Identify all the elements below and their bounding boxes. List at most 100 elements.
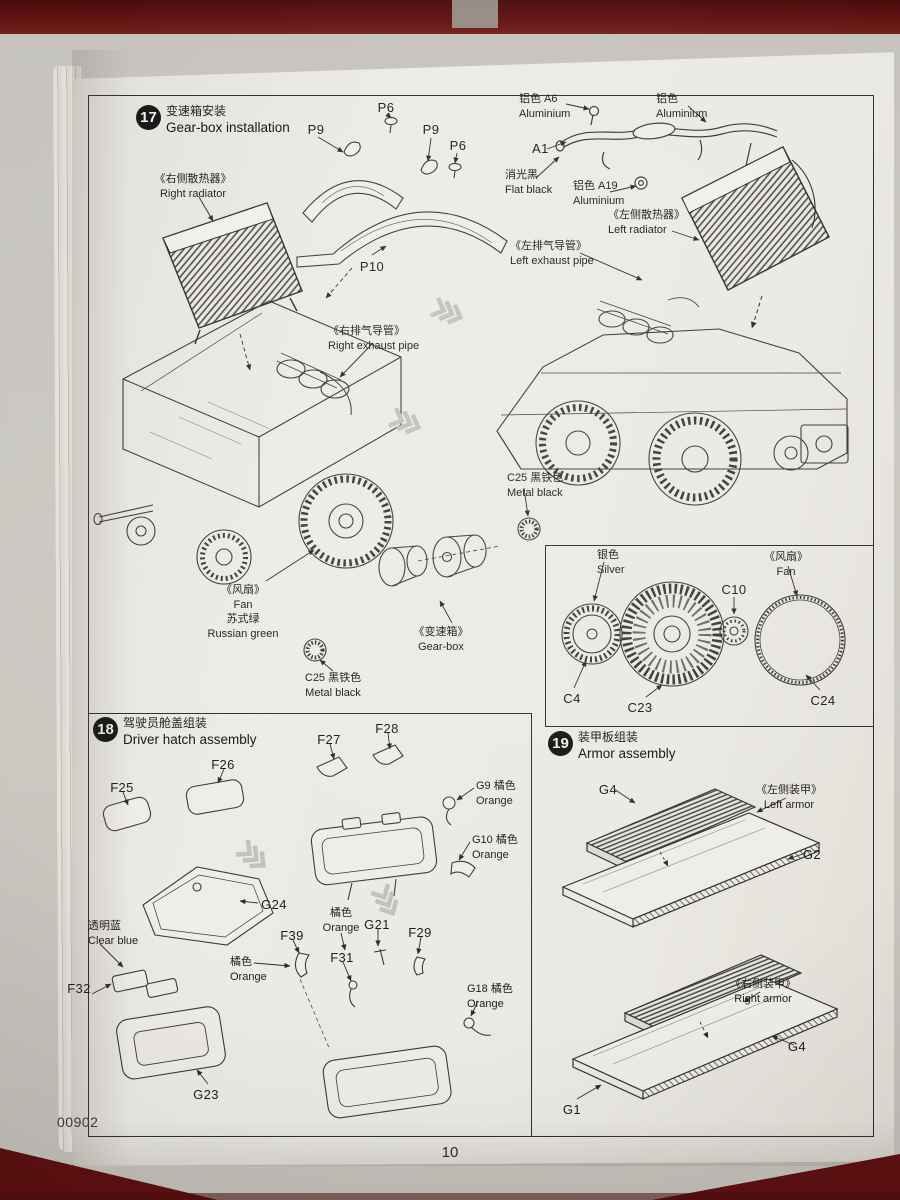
- callout-f26: F26: [211, 757, 235, 772]
- callout-right-exhaust-pipe: 《右排气导管》 Right exhaust pipe: [328, 324, 419, 353]
- section-divider-vertical: [531, 713, 532, 1137]
- callout-p10: P10: [359, 259, 385, 274]
- step18-title-cn: 驾驶员舱盖组装: [123, 716, 208, 730]
- callout-line: Metal black: [305, 686, 361, 699]
- callout-line: Right exhaust pipe: [328, 339, 420, 352]
- callout-g24: G24: [261, 897, 287, 912]
- callout-f25: F25: [110, 780, 134, 795]
- callout-line: 透明蓝: [88, 920, 121, 932]
- callout-line: C25 黑铁色: [507, 472, 564, 484]
- step19-number-badge: 19: [548, 731, 573, 756]
- callout-line: C25 黑铁色: [304, 672, 362, 684]
- callout-a1: A1: [532, 141, 549, 156]
- callout-line: 《右侧散热器》: [154, 173, 232, 185]
- callout-line: 橘色: [230, 956, 252, 968]
- callout-g21: G21: [364, 917, 390, 932]
- callout-fan-russian-green: 《风扇》 Fan 苏式绿 Russian green: [208, 583, 279, 641]
- table-surface-top: [0, 0, 900, 34]
- callout-line: Left radiator: [608, 223, 667, 236]
- callout-g4-top: G4: [598, 782, 618, 797]
- callout-line: 铝色 A19: [573, 180, 618, 192]
- callout-f32: F32: [67, 981, 91, 996]
- callout-line: 《左侧装甲》: [756, 784, 822, 796]
- callout-g23: G23: [193, 1087, 219, 1102]
- step19-title-cn: 装甲板组装: [578, 730, 639, 744]
- callout-line: Left exhaust pipe: [510, 254, 594, 267]
- section-divider-horizontal: [88, 713, 531, 714]
- callout-g9-orange: G9 橘色 Orange: [476, 779, 516, 808]
- callout-f31: F31: [330, 950, 354, 965]
- callout-line: Fan: [776, 565, 796, 578]
- callout-g10-orange: G10 橘色 Orange: [472, 833, 518, 862]
- callout-line: 《右侧装甲》: [730, 978, 796, 990]
- callout-line: Aluminium: [519, 107, 571, 120]
- callout-a6-aluminium: 铝色 A6 Aluminium: [519, 92, 570, 121]
- callout-line: 《左排气导管》: [510, 240, 587, 252]
- callout-line: 《风扇》: [764, 551, 808, 563]
- callout-orange-left: 橘色 Orange: [230, 955, 267, 984]
- callout-line: 苏式绿: [226, 613, 260, 626]
- step19-title: 装甲板组装 Armor assembly: [578, 728, 676, 761]
- step19-title-en: Armor assembly: [578, 746, 676, 761]
- callout-c24: C24: [810, 693, 836, 708]
- page-number: 10: [441, 1144, 459, 1161]
- callout-line: Silver: [597, 563, 625, 576]
- callout-a19-aluminium: 铝色 A19 Aluminium: [573, 179, 624, 208]
- callout-line: G9 橘色: [476, 780, 516, 792]
- callout-orange-upper: 橘色 Orange: [323, 906, 360, 935]
- step17-title: 变速箱安装 Gear-box installation: [166, 102, 290, 135]
- table-surface-bottom-edge: [0, 1193, 900, 1200]
- callout-g1: G1: [562, 1102, 582, 1117]
- callout-c23: C23: [627, 700, 653, 715]
- step17-title-en: Gear-box installation: [166, 120, 290, 135]
- callout-p6-left: P6: [377, 100, 395, 115]
- callout-p9-left: P9: [307, 122, 325, 137]
- call out-line: Orange: [322, 921, 360, 934]
- callout-gearbox: 《变速箱》 Gear-box: [414, 625, 469, 654]
- callout-line: Orange: [472, 848, 509, 861]
- callout-line: Left armor: [763, 798, 815, 811]
- callout-line: Clear blue: [88, 934, 139, 947]
- callout-line: 橘色: [329, 907, 352, 919]
- callout-line: Fan: [233, 598, 253, 611]
- step17-title-cn: 变速箱安装: [166, 104, 227, 118]
- callout-line: G18 橘色: [467, 983, 513, 995]
- step18-title: 驾驶员舱盖组装 Driver hatch assembly: [123, 714, 257, 747]
- callout-right-armor: 《右侧装甲》 Right armor: [730, 977, 796, 1006]
- callout-line: 《左侧散热器》: [608, 209, 685, 221]
- callout-line: 消光黑: [505, 169, 538, 181]
- callout-line: 《变速箱》: [413, 626, 469, 638]
- callout-g4-bottom: G4: [787, 1039, 807, 1054]
- callout-line: 铝色 A6: [519, 93, 558, 105]
- callout-left-armor: 《左侧装甲》 Left armor: [756, 783, 822, 812]
- callout-p9-right: P9: [422, 122, 440, 137]
- callout-left-exhaust-pipe: 《左排气导管》 Left exhaust pipe: [510, 239, 594, 268]
- callout-line: Gear-box: [418, 640, 464, 653]
- callout-clear-blue: 透明蓝 Clear blue: [88, 919, 138, 948]
- callout-line: Flat black: [505, 183, 553, 196]
- step18-title-en: Driver hatch assembly: [123, 732, 257, 747]
- backdrop-notch: [452, 0, 498, 28]
- callout-line: Aluminium: [656, 107, 708, 120]
- callout-line: Russian green: [207, 627, 279, 640]
- callout-aluminium: 铝色 Aluminium: [656, 92, 707, 121]
- callout-line: Orange: [467, 997, 504, 1010]
- callout-line: G10 橘色: [472, 834, 518, 846]
- fan-detail-inset: [545, 545, 874, 727]
- callout-g18-orange: G18 橘色 Orange: [467, 982, 513, 1011]
- callout-c25-metal-black-bottom: C25 黑铁色 Metal black: [305, 671, 361, 700]
- callout-left-radiator: 《左侧散热器》 Left radiator: [608, 208, 685, 237]
- callout-f27: F27: [317, 732, 341, 747]
- callout-fan-inset: 《风扇》 Fan: [764, 550, 808, 579]
- callout-line: Orange: [476, 794, 513, 807]
- callout-f28: F28: [375, 721, 399, 736]
- callout-f39: F39: [280, 928, 304, 943]
- callout-line: Right radiator: [159, 187, 227, 200]
- callout-line: 《风扇》: [221, 584, 265, 596]
- callout-line: 《右排气导管》: [328, 325, 405, 337]
- callout-line: Metal black: [507, 486, 563, 499]
- step17-number-badge: 17: [136, 105, 161, 130]
- step18-number-badge: 18: [93, 717, 118, 742]
- callout-c4: C4: [563, 691, 581, 706]
